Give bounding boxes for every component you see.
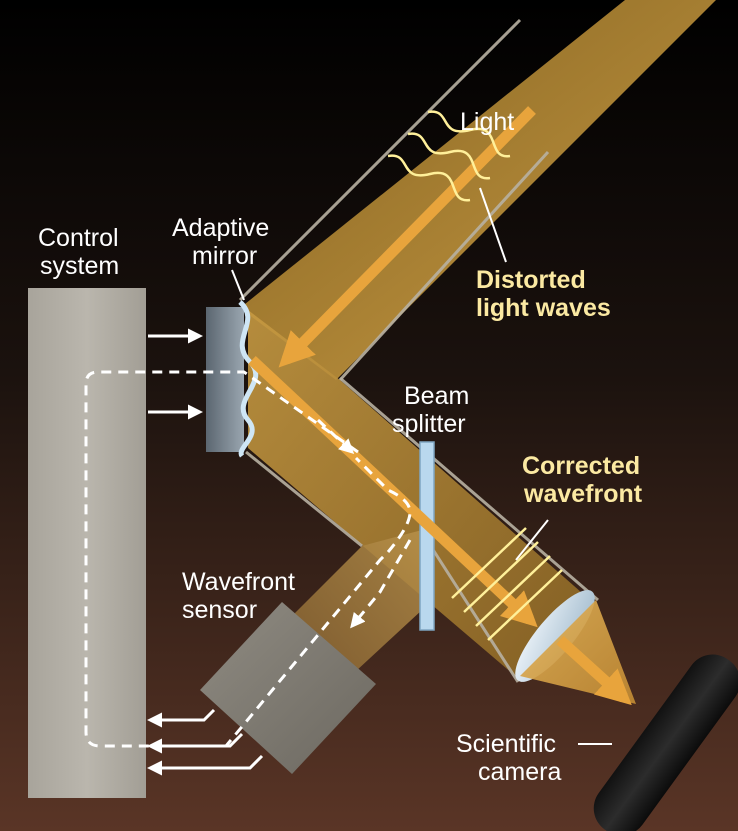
label-wavefront-line2: sensor <box>182 596 257 624</box>
label-camera-line1: Scientific <box>456 730 556 758</box>
label-corrected-line2: wavefront <box>523 480 643 508</box>
incoming-light-arrow <box>278 106 536 368</box>
beam-splitter <box>419 441 435 631</box>
focused-light-arrow <box>556 635 632 706</box>
sensor-signal-arrows <box>147 708 264 776</box>
corrected-wavefront-leader <box>515 519 549 561</box>
label-beam-line1: Beam <box>404 382 469 410</box>
beam-tube-edge <box>338 150 550 382</box>
beam-tube-edge <box>238 18 522 302</box>
label-corrected-line1: Corrected <box>522 452 640 480</box>
label-light: Light <box>460 108 514 136</box>
label-wavefront-line1: Wavefront <box>182 568 295 596</box>
label-adaptive-line2: mirror <box>192 242 257 270</box>
corrected-wavefront-lines <box>451 527 563 641</box>
control-signal-arrows <box>148 328 203 420</box>
wavefront-sensor <box>200 602 376 774</box>
reflected-light-beam <box>248 310 590 680</box>
label-control-line2: system <box>40 252 119 280</box>
distorted-light-waves <box>387 110 511 202</box>
adaptive-mirror-surface <box>238 300 259 458</box>
beam-tube-edge <box>428 544 520 683</box>
beam-tube-edge <box>339 376 599 602</box>
distorted-waves-leader <box>479 187 507 263</box>
label-control-line1: Control <box>38 224 119 252</box>
label-distorted-line1: Distorted <box>476 266 586 294</box>
label-beam-line2: splitter <box>392 410 466 438</box>
feedback-loop-arrow-diagonal <box>316 418 355 455</box>
label-camera-line2: camera <box>478 758 561 786</box>
scientific-camera <box>593 654 738 831</box>
feedback-loop-arrow-down <box>350 539 412 629</box>
label-adaptive-line1: Adaptive <box>172 214 269 242</box>
lens <box>515 590 595 682</box>
adaptive-mirror-leader <box>231 269 245 301</box>
label-distorted-line2: light waves <box>476 294 611 322</box>
beam-tube-edge <box>245 450 363 548</box>
adaptive-mirror <box>206 307 244 452</box>
